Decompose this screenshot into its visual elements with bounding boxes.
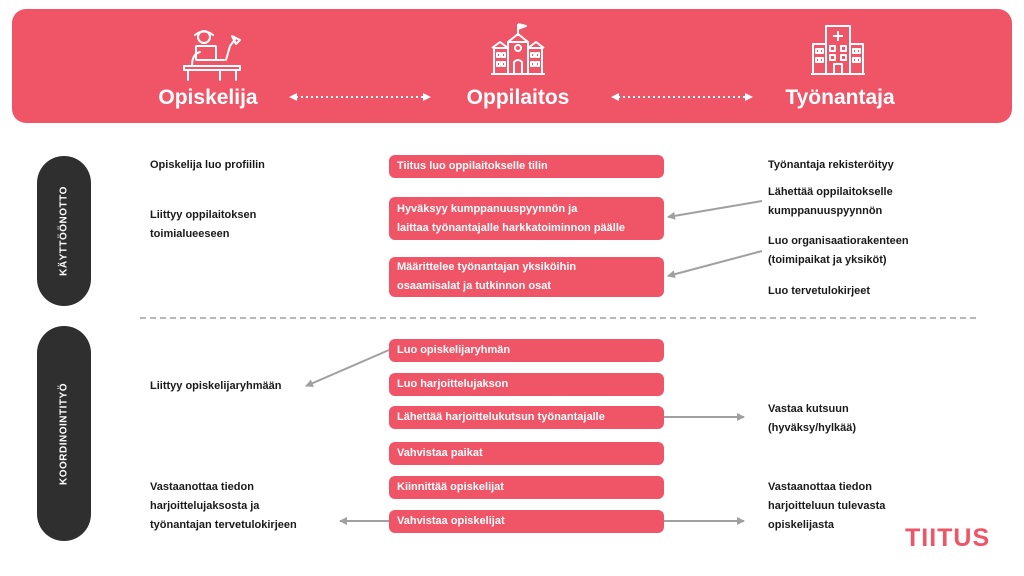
student-step-join-group: Liittyy opiskelijaryhmään (150, 380, 282, 392)
school-step-send-invitation: Lähettää harjoittelukutsun työnantajalle (389, 406, 664, 429)
school-step-confirm-places: Vahvistaa paikat (389, 442, 664, 465)
actor-label-employer: Työnantaja (785, 86, 895, 109)
student-step-join-domain: Liittyy oppilaitoksen toimialueeseen (150, 209, 257, 240)
actor-label-student: Opiskelija (158, 86, 258, 109)
employer-step-receive-info: Vastaanottaa tiedon harjoitteluun tuleva… (768, 481, 886, 531)
arrow-structure-to-define (667, 250, 763, 279)
school-step-confirm-students: Vahvistaa opiskelijat (389, 510, 664, 533)
dotted-arrow-student-school (289, 93, 431, 101)
school-building-icon (491, 23, 545, 75)
arrow-request-to-accept (667, 200, 763, 220)
employer-step-respond-invitation: Vastaa kutsuun (hyväksy/hylkää) (768, 403, 857, 434)
section-divider (140, 317, 976, 319)
arrow-group-to-student (305, 349, 390, 387)
tiitus-logo: TIITUS (905, 524, 991, 552)
employer-step-send-request: Lähettää oppilaitokselle kumppanuuspyynn… (768, 186, 893, 217)
student-at-desk-icon (183, 30, 241, 81)
dotted-arrow-school-employer (611, 93, 753, 101)
actor-label-school: Oppilaitos (466, 86, 570, 109)
school-step-assign-students: Kiinnittää opiskelijat (389, 476, 664, 499)
student-step-receive-info: Vastaanottaa tiedon harjoittelujaksosta … (150, 481, 297, 531)
section-label-koordinointityo: KOORDINOINTITYÖ (37, 326, 91, 541)
employer-step-create-structure: Luo organisaatiorakenteen (toimipaikat j… (768, 235, 909, 266)
student-step-create-profile: Opiskelija luo profiilin (150, 159, 265, 171)
header-banner (12, 9, 1012, 123)
section-label-kayttoonotto: KÄYTTÖÖNOTTO (37, 156, 91, 306)
employer-step-welcome-letters: Luo tervetulokirjeet (768, 285, 871, 297)
school-step-create-period: Luo harjoittelujakson (389, 373, 664, 396)
hospital-building-icon (811, 25, 865, 75)
school-step-create-account: Tiitus luo oppilaitokselle tilin (389, 155, 664, 178)
school-step-create-group: Luo opiskelijaryhmän (389, 339, 664, 362)
employer-step-register: Työnantaja rekisteröityy (768, 159, 894, 171)
